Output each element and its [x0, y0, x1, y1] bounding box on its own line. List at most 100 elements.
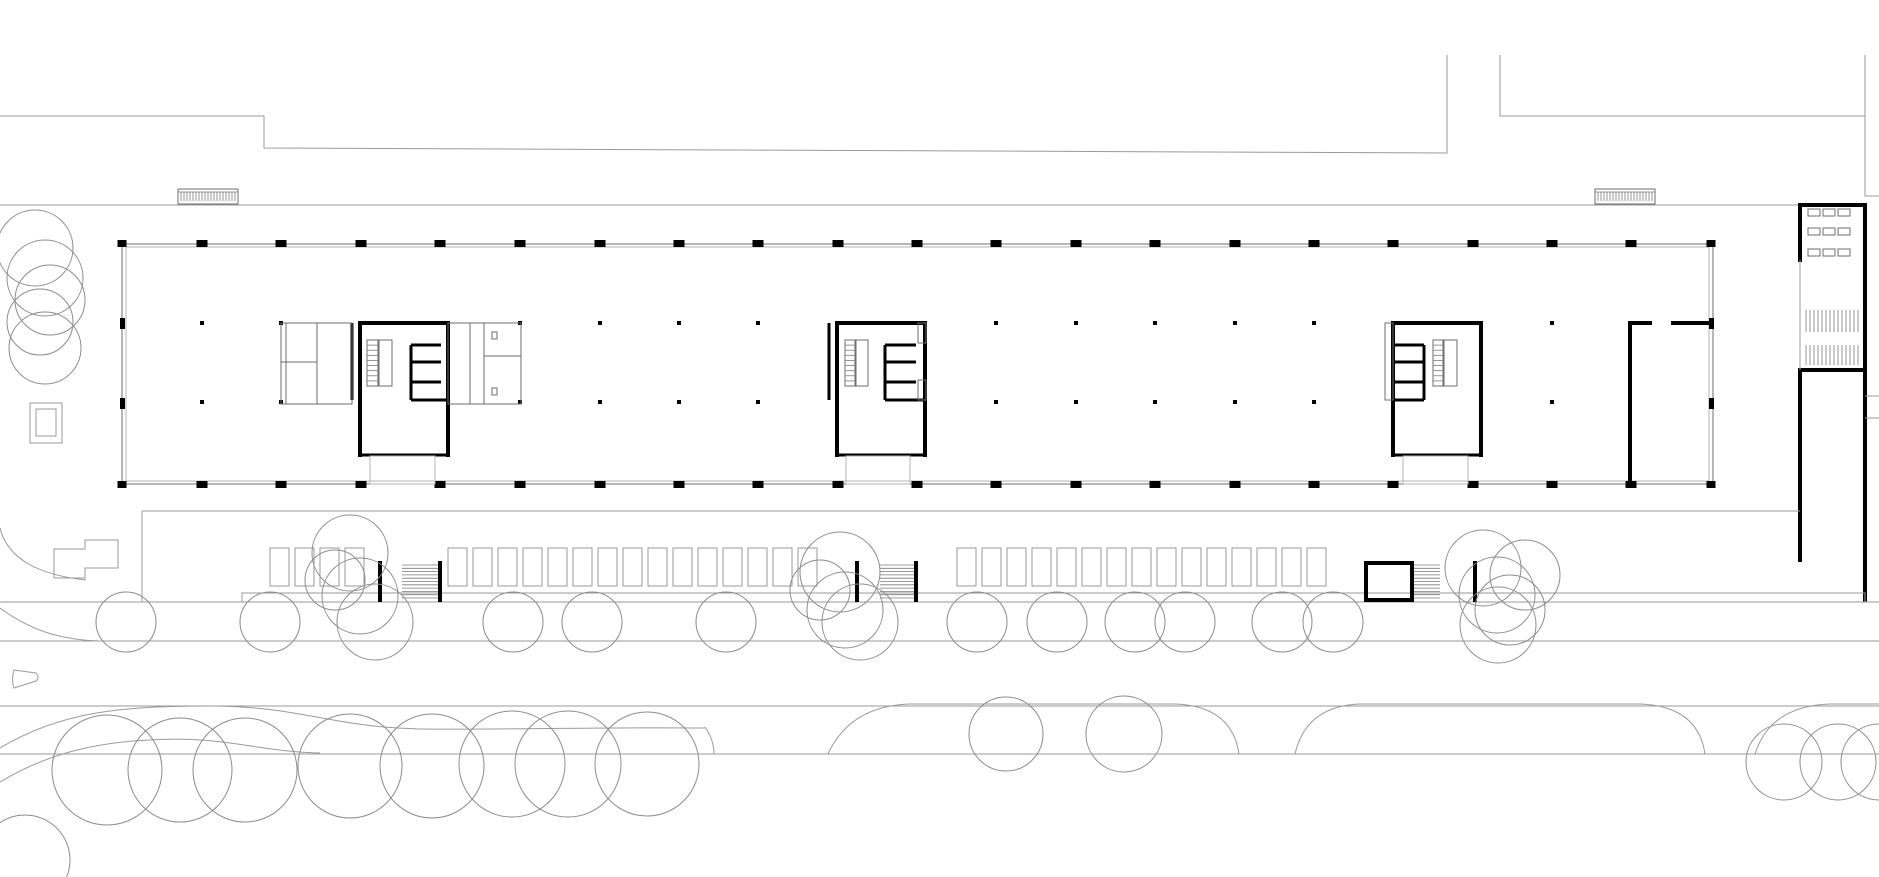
perimeter-column: [1546, 240, 1558, 247]
tree: [321, 557, 399, 635]
tree: [127, 717, 233, 823]
core-2: [827, 321, 927, 485]
tree: [1458, 556, 1536, 634]
roof-grille-right: [1594, 188, 1656, 205]
stair-3: [1432, 339, 1445, 387]
tree: [1026, 591, 1088, 653]
perimeter-column: [911, 240, 923, 247]
tree: [1444, 529, 1522, 607]
perimeter-column: [752, 481, 764, 488]
tree: [695, 591, 757, 653]
tree: [311, 514, 389, 592]
trees: [0, 209, 1879, 877]
parking-stall: [697, 547, 718, 587]
tree: [482, 591, 544, 653]
perimeter-column: [117, 481, 127, 488]
parking-stall: [597, 547, 618, 587]
interior-column: [1153, 400, 1157, 404]
parking-stall: [344, 547, 365, 587]
perimeter-column: [1387, 240, 1399, 247]
perimeter-column: [832, 240, 844, 247]
site-context-north: [0, 55, 1879, 206]
parking-stall: [1156, 547, 1177, 587]
parking-stall: [472, 547, 493, 587]
parking-stall: [522, 547, 543, 587]
interior-column: [677, 400, 681, 404]
perimeter-column: [1625, 240, 1637, 247]
tree: [806, 571, 884, 649]
tree: [14, 264, 86, 336]
tree: [594, 711, 700, 817]
tree: [1085, 695, 1163, 773]
tree: [0, 814, 71, 877]
perimeter-column: [275, 240, 287, 247]
parking-stall: [622, 547, 643, 587]
interior-column: [598, 321, 602, 325]
perimeter-column: [752, 240, 764, 247]
perimeter-column: [911, 481, 923, 488]
perimeter-column: [1467, 240, 1479, 247]
parking-stall: [1281, 547, 1302, 587]
interior-column: [1550, 321, 1554, 325]
parking-stall: [956, 547, 977, 587]
perimeter-column: [434, 481, 446, 488]
perimeter-column: [1387, 481, 1399, 488]
interior-column: [200, 321, 204, 325]
perimeter-column: [673, 240, 685, 247]
perimeter-column: [1308, 240, 1320, 247]
tree: [95, 591, 157, 653]
tree: [1154, 591, 1216, 653]
parking-stall: [1231, 547, 1252, 587]
tree: [458, 710, 566, 818]
tree: [1459, 586, 1537, 664]
stair-outline: [1432, 339, 1445, 387]
east-room: [1628, 321, 1714, 486]
perimeter-column: [355, 240, 367, 247]
interior-column: [1233, 400, 1237, 404]
parking-stall: [294, 547, 315, 587]
parking-stall: [722, 547, 743, 587]
parking-stall: [1206, 547, 1227, 587]
parking-stall: [572, 547, 593, 587]
tree: [6, 239, 84, 317]
perimeter-column: [196, 240, 208, 247]
tree: [1489, 539, 1561, 611]
perimeter-column: [1070, 240, 1082, 247]
perimeter-column: [514, 240, 526, 247]
stair-1: [366, 339, 380, 387]
perimeter-column: [594, 481, 606, 488]
tree: [1799, 723, 1877, 801]
perimeter-column: [434, 240, 446, 247]
tree: [821, 583, 899, 661]
perimeter-column: [832, 481, 844, 488]
interior-column: [994, 400, 998, 404]
interior-column: [1153, 321, 1157, 325]
perimeter-column: [1229, 240, 1241, 247]
stair-outline: [844, 339, 857, 387]
stair-2: [844, 339, 857, 387]
perimeter-columns: [117, 240, 1716, 488]
tree: [0, 209, 74, 287]
core-3: [1384, 321, 1483, 485]
perimeter-column: [1706, 240, 1716, 247]
tree: [239, 591, 301, 653]
parking-stall: [497, 547, 518, 587]
interior-column: [598, 400, 602, 404]
parking-stall: [747, 547, 768, 587]
south-promenade: [0, 703, 1879, 783]
tree: [51, 714, 163, 826]
parking-stall: [1256, 547, 1277, 587]
parking-stall: [269, 547, 290, 587]
tree: [1474, 574, 1546, 646]
roof-grille-left: [177, 188, 239, 205]
entrance-kiosk: [1364, 561, 1477, 602]
annex-ramp-hatch: [1805, 310, 1859, 365]
parking-stall: [319, 547, 340, 587]
perimeter-column: [1149, 481, 1161, 488]
perimeter-column: [1706, 481, 1716, 488]
tree: [8, 311, 82, 385]
stair-outline: [366, 339, 380, 387]
tree: [1302, 591, 1364, 653]
south-forecourt: [0, 510, 1879, 642]
interior-column: [1550, 400, 1554, 404]
